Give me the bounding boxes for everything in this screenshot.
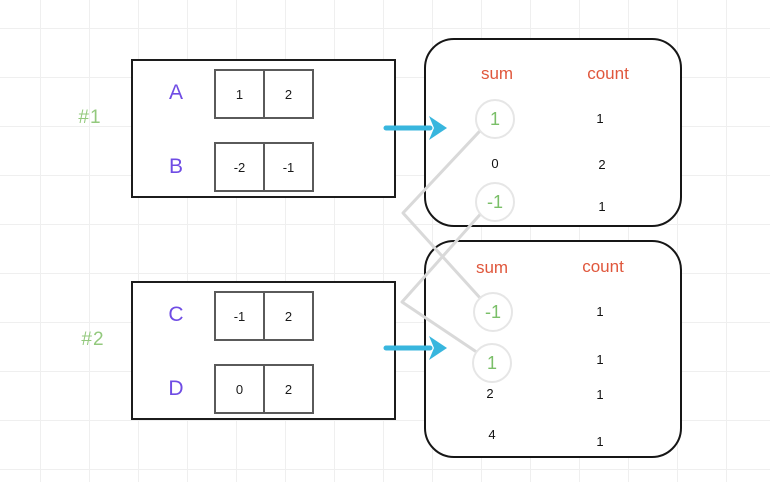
circled-sum-value: -1 — [475, 182, 515, 222]
example-1-input-box: A 1 2 B -2 -1 — [131, 59, 396, 198]
sum-column-header: sum — [475, 258, 509, 277]
array-c-cell-1: 2 — [263, 291, 314, 341]
array-b-cell-1: -1 — [263, 142, 314, 192]
array-c-label: C — [168, 303, 184, 326]
count-value: 2 — [598, 157, 606, 172]
array-c-cell-0: -1 — [214, 291, 265, 341]
count-value: 1 — [596, 387, 604, 402]
example-1-sum-table: sum count 1 1 0 2 -1 1 — [424, 38, 682, 227]
count-column-header: count — [582, 257, 624, 276]
example-2-sum-table: sum count -1 1 1 1 2 1 4 1 — [424, 240, 682, 458]
array-a-cell-0: 1 — [214, 69, 265, 119]
example-2-label: #2 — [81, 329, 105, 350]
array-b-label: B — [168, 155, 183, 178]
count-value: 1 — [598, 199, 606, 214]
sum-column-header: sum — [480, 64, 514, 83]
circled-sum-value: 1 — [472, 343, 512, 383]
array-b-cells: -2 -1 — [214, 142, 314, 192]
array-d-cell-0: 0 — [214, 364, 265, 414]
circled-sum-value: -1 — [473, 292, 513, 332]
array-d-cells: 0 2 — [214, 364, 314, 414]
array-a-cells: 1 2 — [214, 69, 314, 119]
count-value: 1 — [596, 434, 604, 449]
count-value: 1 — [596, 352, 604, 367]
array-d-cell-1: 2 — [263, 364, 314, 414]
count-column-header: count — [587, 64, 629, 83]
circled-sum-value: 1 — [475, 99, 515, 139]
sum-value: 2 — [486, 386, 494, 401]
count-value: 1 — [596, 111, 604, 126]
array-a-label: A — [168, 81, 183, 104]
array-c-cells: -1 2 — [214, 291, 314, 341]
example-2-input-box: C -1 2 D 0 2 — [131, 281, 396, 420]
count-value: 1 — [596, 304, 604, 319]
array-a-cell-1: 2 — [263, 69, 314, 119]
array-d-label: D — [168, 377, 184, 400]
array-b-cell-0: -2 — [214, 142, 265, 192]
sum-value: 0 — [491, 156, 499, 171]
example-1-label: #1 — [78, 107, 102, 128]
sum-value: 4 — [488, 427, 496, 442]
